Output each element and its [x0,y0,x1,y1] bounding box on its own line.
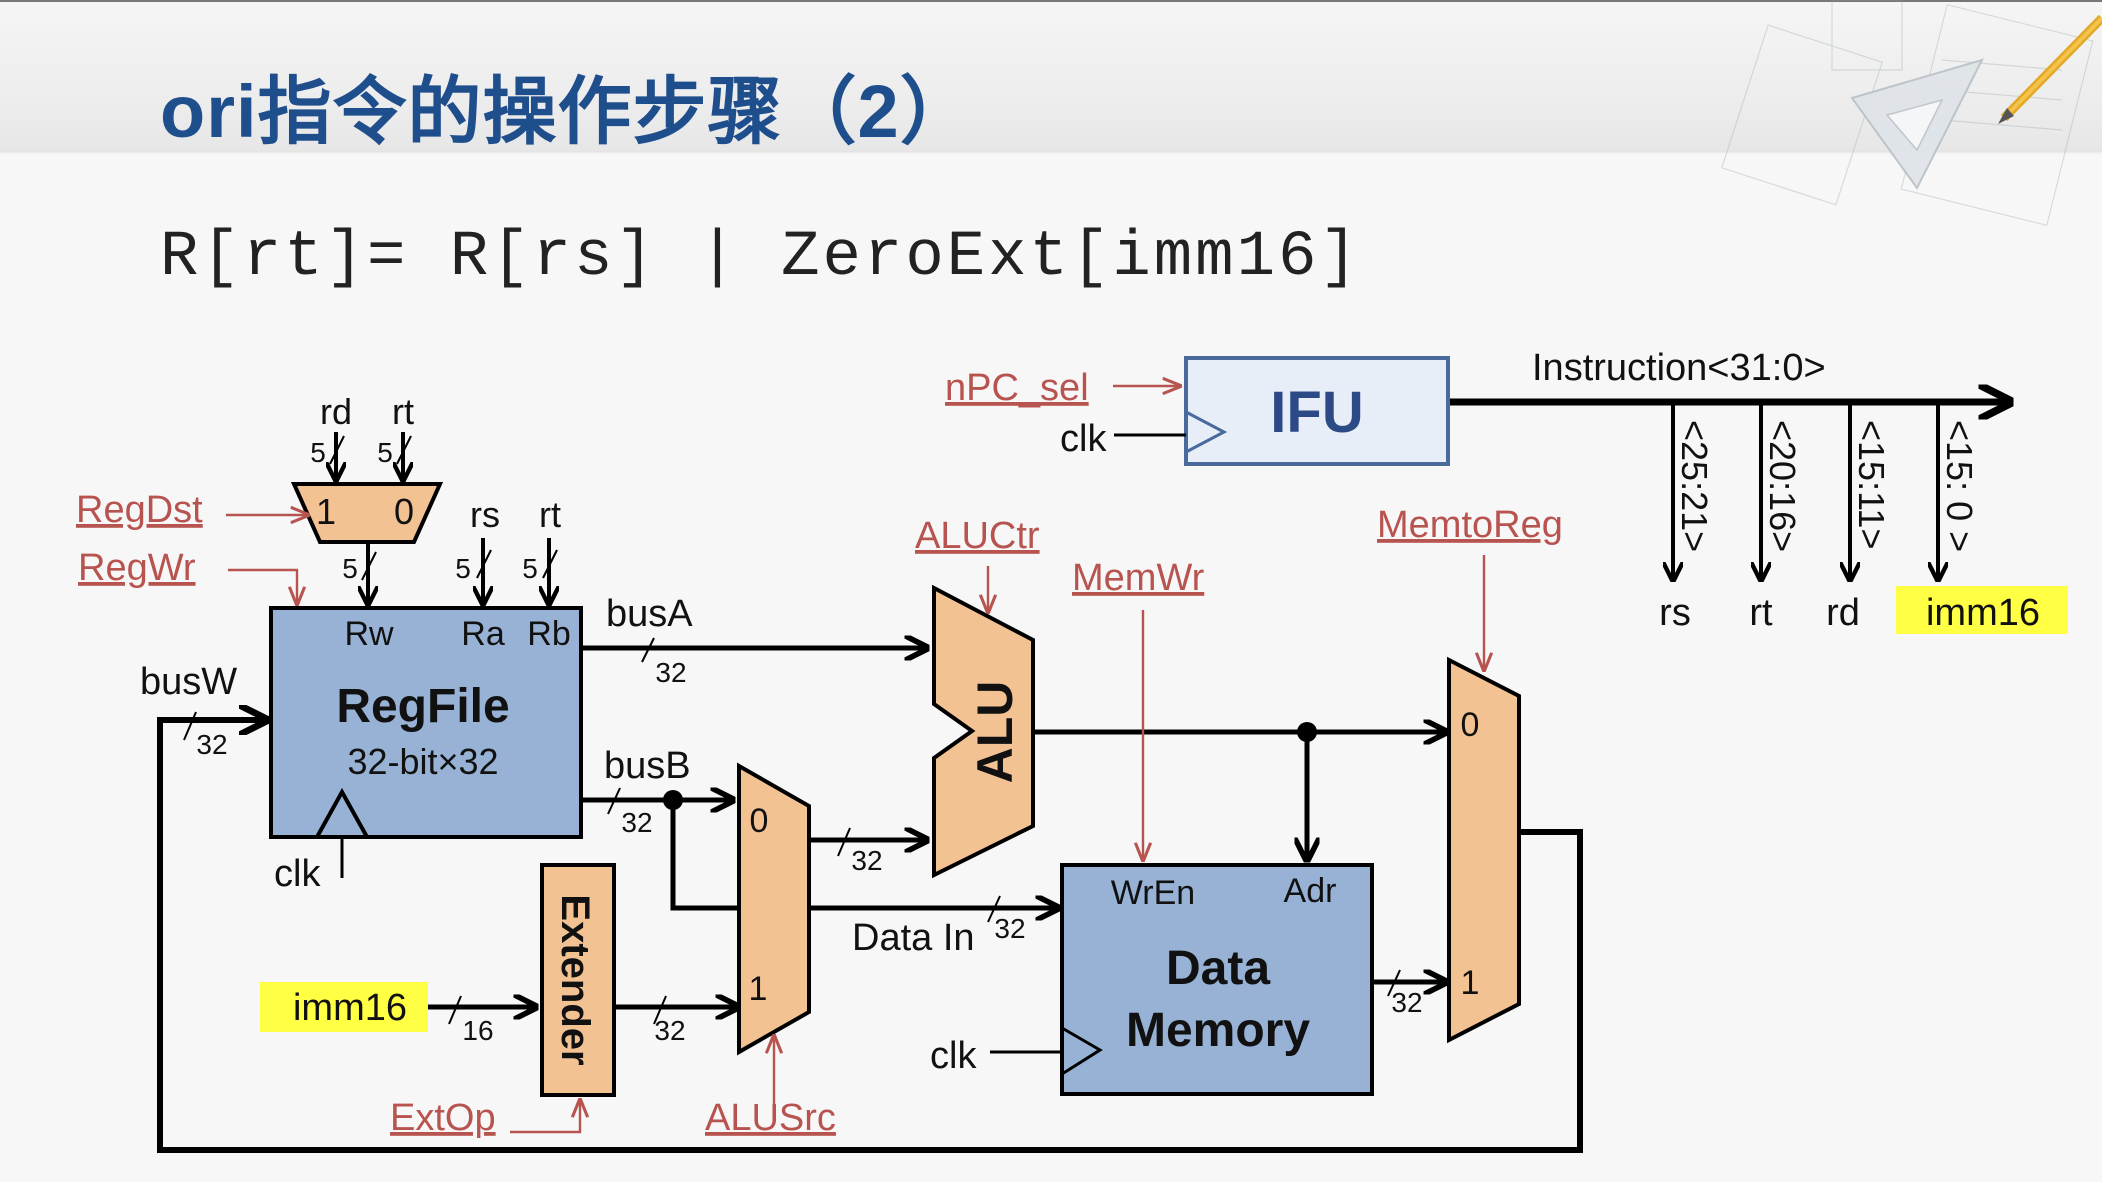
extender-block: Extender [540,863,616,1097]
extop-control: ExtOp [390,1097,496,1139]
ra-src-label: rs [470,494,500,535]
regfile-clk-label: clk [274,853,321,895]
svg-text:32: 32 [621,807,652,838]
npc-sel-control: nPC_sel [945,367,1089,409]
svg-text:32: 32 [994,913,1025,944]
data-in-wire [670,800,1058,908]
aluctr-control: ALUCtr [915,515,1040,557]
svg-text:Adr: Adr [1284,872,1337,910]
regdst-in0-src: rt [392,391,414,432]
svg-text:0: 0 [394,491,414,532]
instruction-field-rt: <20:16> rt [1749,402,1803,634]
svg-text:rd: rd [1826,592,1860,634]
svg-text:0: 0 [750,802,769,840]
svg-text:32: 32 [196,729,227,760]
svg-text:32: 32 [655,657,686,688]
instruction-field-rs: <25:21> rs [1659,402,1715,634]
instruction-bus-label: Instruction<31:0> [1532,347,1826,389]
svg-text:Rb: Rb [527,615,570,653]
svg-text:5: 5 [377,437,393,468]
imm16-highlight [1896,586,2068,634]
instruction-field-imm16: <15: 0 > imm16 [1896,402,2068,634]
svg-text:32: 32 [1391,987,1422,1018]
svg-text:5: 5 [522,553,538,584]
data-in-label: Data In [852,917,975,959]
svg-text:1: 1 [316,491,336,532]
svg-text:5: 5 [310,437,326,468]
regdst-in1-src: rd [320,391,352,432]
instruction-field-rd: <15:11> rd [1826,402,1892,634]
rtl-formula: R[rt]= R[rs] | ZeroExt[imm16] [160,222,1361,294]
svg-text:<15:11>: <15:11> [1851,420,1892,549]
svg-text:imm16: imm16 [1926,592,2040,634]
data-memory-block: WrEn Adr Data Memory [1060,863,1374,1096]
memtoreg-mux [1447,656,1521,1044]
svg-text:32: 32 [851,845,882,876]
regdst-control: RegDst [76,489,203,531]
busw-label: busW [140,661,237,703]
data-memory-title-2: Memory [1126,1004,1310,1057]
svg-text:1: 1 [749,970,768,1008]
regwr-control: RegWr [78,547,196,589]
svg-text:1: 1 [1461,964,1480,1002]
svg-text:0: 0 [1461,706,1480,744]
imm16-input-label: imm16 [293,987,407,1029]
extender-label: Extender [553,894,597,1065]
slide-title: ori指令的操作步骤（2） [160,70,975,153]
clock-edge-icon [315,787,369,838]
regwr-wire [228,568,297,604]
svg-text:<15: 0 >: <15: 0 > [1939,420,1980,552]
svg-text:Ra: Ra [461,615,505,653]
regfile-title: RegFile [336,680,509,733]
data-memory-title-1: Data [1166,942,1270,995]
rb-src-label: rt [539,494,561,535]
regfile-subtitle: 32-bit×32 [347,741,498,782]
regfile-block: Rw Ra Rb RegFile 32-bit×32 [269,606,583,839]
dm-clk-label: clk [930,1035,977,1077]
drafting-tools-decoration [1721,0,2102,227]
alusrc-control: ALUSrc [705,1097,836,1139]
memwr-control: MemWr [1072,557,1205,599]
ifu-block: IFU [1184,356,1450,466]
svg-text:16: 16 [462,1015,493,1046]
svg-text:5: 5 [342,553,358,584]
clock-edge-icon [1185,410,1228,454]
svg-text:rt: rt [1749,592,1773,634]
svg-text:<20:16>: <20:16> [1762,420,1803,552]
busa-label: busA [606,593,693,635]
svg-text:32: 32 [654,1015,685,1046]
imm16-input-highlight [260,982,428,1032]
svg-text:WrEn: WrEn [1111,874,1195,912]
busb-label: busB [604,745,691,787]
regdst-mux [290,482,444,544]
alu-block [932,584,1035,879]
svg-text:5: 5 [455,553,471,584]
pencil-icon [1998,14,2102,124]
svg-text:<25:21>: <25:21> [1674,420,1715,552]
memtoreg-control: MemtoReg [1377,504,1563,546]
alu-label: ALU [967,681,1023,784]
alusrc-mux [737,762,811,1056]
clock-edge-icon [1061,1026,1103,1076]
ifu-clk-label: clk [1060,418,1107,460]
extop-wire [510,1100,580,1134]
svg-text:Rw: Rw [344,615,394,653]
busw-wire [157,720,1583,1153]
svg-text:rs: rs [1659,592,1691,634]
ifu-label: IFU [1270,380,1363,445]
title-band [0,0,2102,154]
